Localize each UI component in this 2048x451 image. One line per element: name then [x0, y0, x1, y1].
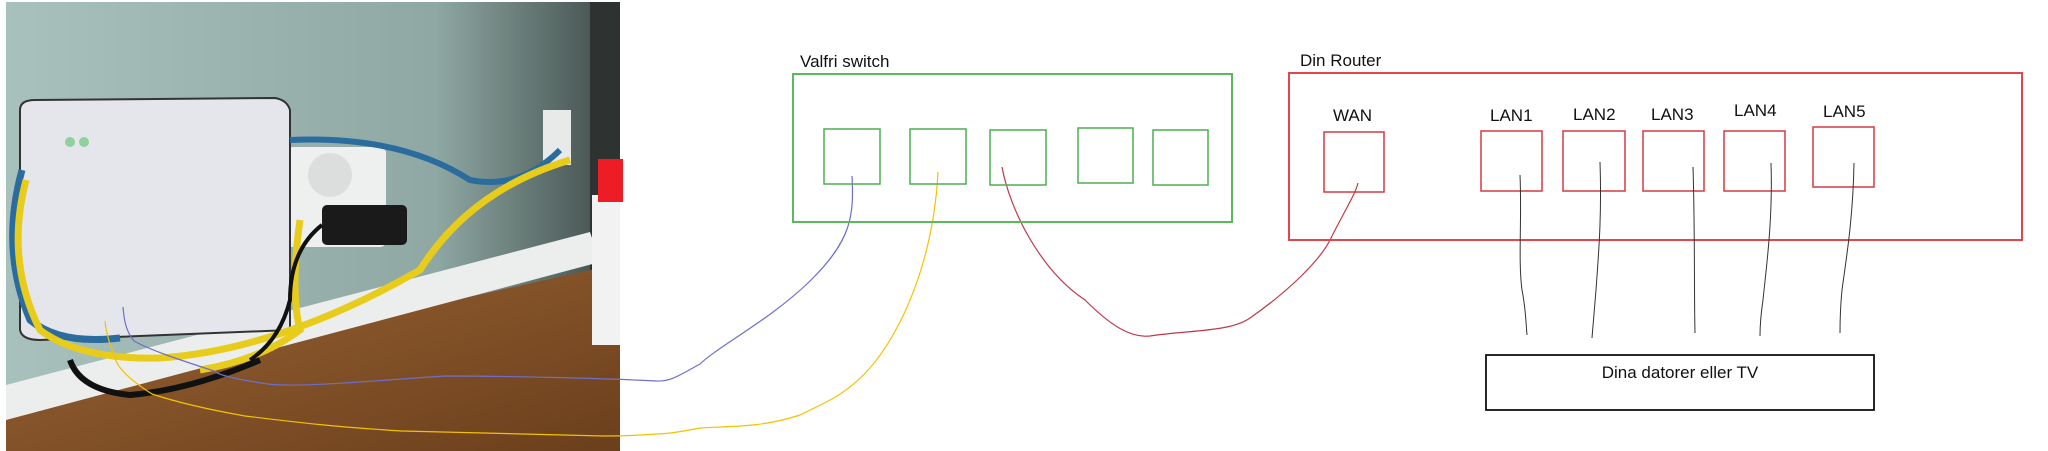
router-port-lan2 [1562, 130, 1626, 192]
port-label-lan3: LAN3 [1651, 105, 1694, 124]
cable-yellow [104, 171, 939, 437]
router-port-lan5 [1812, 126, 1875, 188]
port-label-lan2: LAN2 [1573, 105, 1616, 124]
cable-purple [122, 175, 854, 386]
port-label-wan: WAN [1333, 106, 1372, 125]
router-title: Din Router [1300, 51, 1382, 70]
router-box [1288, 72, 2023, 241]
devices-label: Dina datorer eller TV [1602, 363, 1759, 382]
lan-cable-3 [1692, 166, 1696, 334]
switch-port-4 [1077, 127, 1134, 184]
switch-port-5 [1152, 129, 1209, 186]
cable-wan [1001, 166, 1359, 337]
port-label-lan1: LAN1 [1490, 106, 1533, 125]
port-label-lan5: LAN5 [1823, 102, 1866, 121]
router-port-lan3 [1642, 130, 1705, 192]
switch-port-2 [909, 128, 967, 185]
lan-cable-2 [1591, 161, 1602, 339]
switch-box [792, 73, 1233, 223]
router-port-lan4 [1723, 130, 1786, 192]
lan-cable-1 [1519, 174, 1528, 336]
lan-cable-5 [1839, 162, 1855, 334]
red-marker [598, 159, 623, 202]
router-device [19, 96, 291, 342]
router-port-wan [1323, 131, 1385, 193]
power-adapter [322, 205, 407, 245]
devices-box [1485, 354, 1875, 411]
switch-title: Valfri switch [800, 52, 889, 71]
switch-port-1 [823, 128, 881, 185]
switch-port-3 [989, 129, 1047, 186]
port-label-lan4: LAN4 [1734, 101, 1777, 120]
setup-photo [6, 2, 623, 451]
lan-cable-4 [1759, 162, 1772, 337]
router-port-lan1 [1480, 130, 1543, 192]
